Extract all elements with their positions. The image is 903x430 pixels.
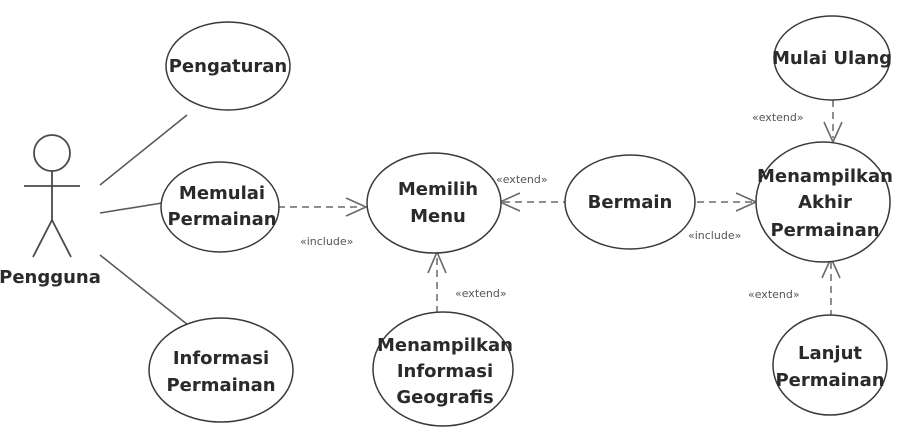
use-case-label: Bermain (588, 192, 673, 213)
actor-left-leg (32, 219, 53, 258)
extend-label-geografis-menu: «extend» (455, 287, 507, 300)
use-case-label: Geografis (396, 387, 493, 408)
use-case-label: Informasi (173, 348, 269, 369)
use-case-bermain[interactable]: Bermain (564, 154, 696, 250)
actor-head (33, 134, 71, 172)
include-label-bermain-akhir: «include» (688, 229, 741, 242)
association-memulai-permainan (99, 202, 163, 214)
use-case-informasi-permainan[interactable]: Informasi Permainan (148, 317, 294, 423)
use-case-menampilkan-informasi-geografis[interactable]: Menampilkan Informasi Geografis (372, 311, 514, 427)
use-case-label: Permainan (770, 220, 879, 241)
actor-right-leg (51, 219, 72, 258)
use-case-mulai-ulang[interactable]: Mulai Ulang (772, 15, 892, 101)
use-case-label: Permainan (167, 209, 276, 230)
use-case-label: Pengaturan (169, 56, 288, 77)
use-case-label: Menampilkan (377, 335, 513, 356)
include-arrowhead-memulai-menu (345, 197, 368, 217)
include-label-memulai-menu: «include» (300, 235, 353, 248)
use-case-pengaturan[interactable]: Pengaturan (165, 21, 291, 111)
extend-label-mulai-ulang-akhir: «extend» (752, 111, 804, 124)
extend-label-lanjut-akhir: «extend» (748, 288, 800, 301)
association-pengaturan (99, 114, 188, 186)
use-case-label: Permainan (166, 375, 275, 396)
use-case-label: Informasi (397, 361, 493, 382)
use-case-memilih-menu[interactable]: Memilih Menu (366, 152, 502, 254)
use-case-label: Memilih (398, 179, 478, 200)
extend-label-bermain-menu: «extend» (496, 173, 548, 186)
use-case-label: Menampilkan (757, 166, 893, 187)
use-case-label: Menu (410, 206, 466, 227)
use-case-label: Lanjut (798, 343, 862, 364)
association-informasi-permainan (99, 254, 189, 326)
use-case-label: Mulai Ulang (772, 48, 892, 69)
use-case-label: Memulai (179, 183, 265, 204)
use-case-menampilkan-akhir-permainan[interactable]: Menampilkan Akhir Permainan (755, 141, 893, 263)
use-case-label: Akhir (798, 192, 852, 213)
actor-pengguna: Pengguna (0, 134, 101, 288)
use-case-lanjut-permainan[interactable]: Lanjut Permainan (772, 314, 888, 416)
use-case-memulai-permainan[interactable]: Memulai Permainan (160, 161, 280, 253)
actor-label: Pengguna (0, 267, 101, 288)
use-case-label: Permainan (775, 370, 884, 391)
